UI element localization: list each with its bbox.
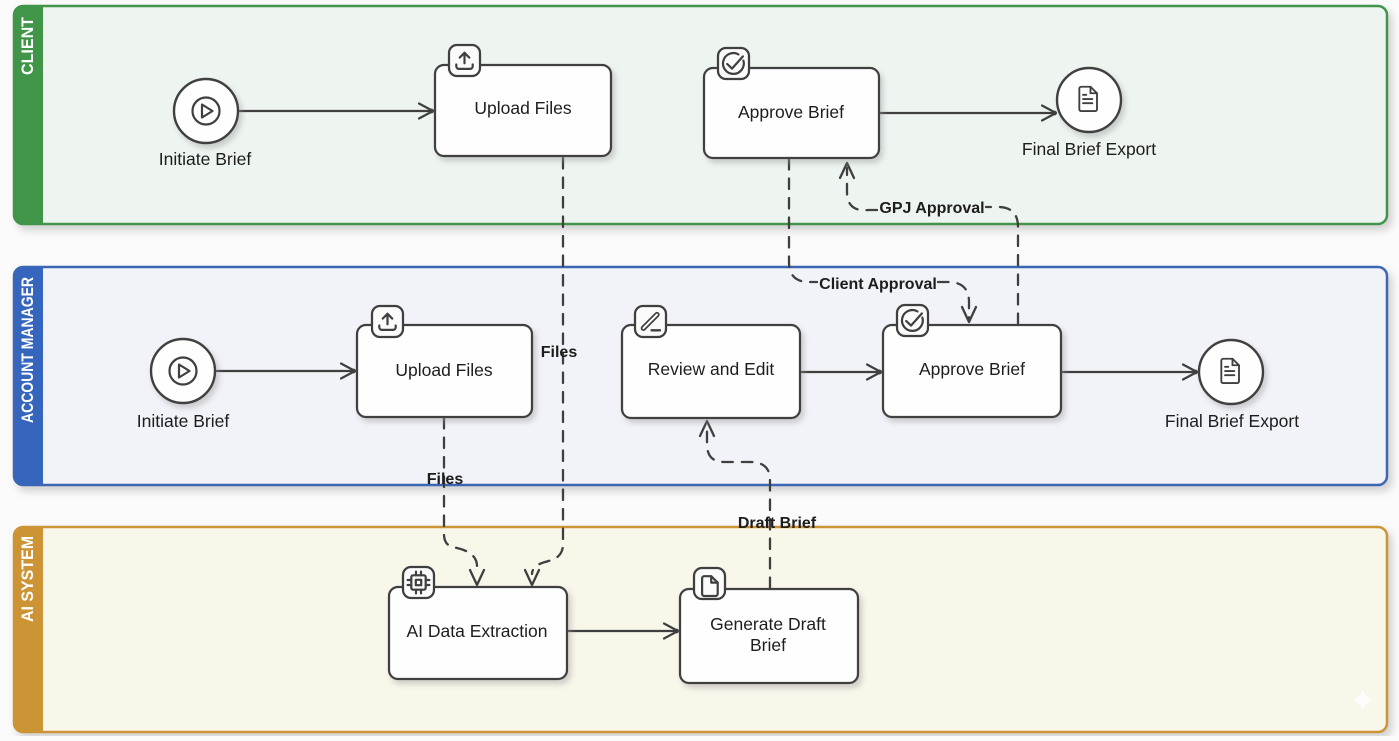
svg-text:Upload Files: Upload Files: [474, 98, 572, 118]
svg-text:Generate Draft: Generate Draft: [710, 614, 826, 634]
svg-text:Approve Brief: Approve Brief: [919, 359, 1025, 379]
svg-text:AI SYSTEM: AI SYSTEM: [19, 536, 37, 622]
svg-text:Final Brief Export: Final Brief Export: [1165, 411, 1299, 431]
svg-text:Upload Files: Upload Files: [395, 360, 493, 380]
svg-text:AI Data Extraction: AI Data Extraction: [406, 621, 547, 641]
svg-text:Client Approval: Client Approval: [819, 276, 937, 293]
svg-text:Initiate Brief: Initiate Brief: [137, 411, 230, 431]
svg-text:Initiate Brief: Initiate Brief: [159, 149, 252, 169]
svg-text:Brief: Brief: [750, 635, 786, 655]
svg-text:Review and Edit: Review and Edit: [648, 359, 775, 379]
svg-text:Final Brief Export: Final Brief Export: [1022, 139, 1156, 159]
svg-text:CLIENT: CLIENT: [19, 17, 37, 75]
svg-text:ACCOUNT MANAGER: ACCOUNT MANAGER: [19, 277, 37, 423]
svg-text:Files: Files: [427, 471, 464, 488]
svg-text:Files: Files: [541, 344, 578, 361]
svg-text:Approve Brief: Approve Brief: [738, 102, 844, 122]
svg-text:GPJ Approval: GPJ Approval: [879, 200, 984, 217]
svg-text:Draft Brief: Draft Brief: [738, 515, 817, 532]
